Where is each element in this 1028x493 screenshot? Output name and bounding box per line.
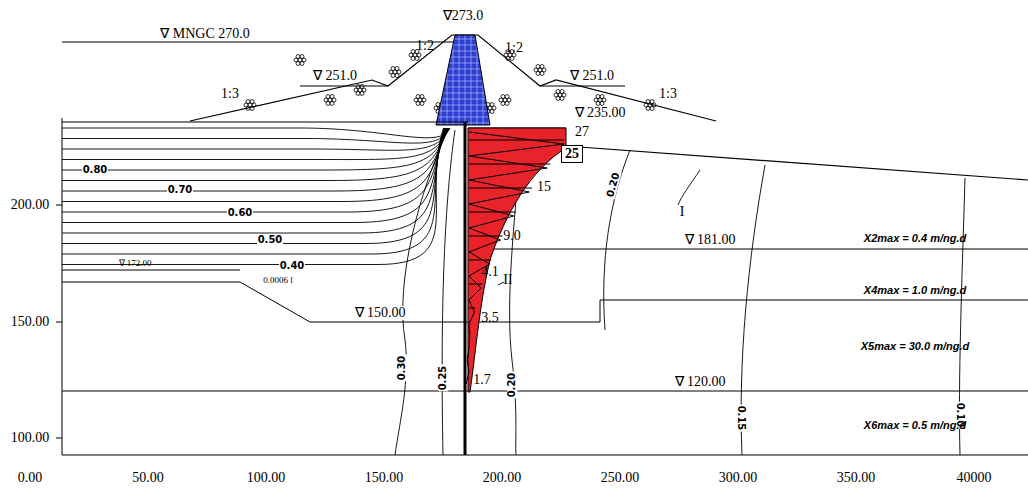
contour-label: 0.25	[438, 365, 448, 392]
axis-tick: 50.00	[132, 471, 164, 485]
contour-label: 0.30	[397, 355, 407, 382]
axis-tick: 100.00	[11, 431, 50, 445]
level-mark: ∇ 251.0	[313, 69, 357, 83]
stress-value: 1.7	[473, 373, 491, 387]
axis-tick: 150.00	[365, 471, 404, 485]
zone-mark: I	[679, 205, 686, 219]
axis-tick: 350.00	[837, 471, 876, 485]
level-mark: ∇ 120.00	[675, 375, 726, 389]
axis-tick: 200.00	[483, 471, 522, 485]
slope: 1:2	[505, 41, 523, 55]
stress-value: 27	[575, 125, 589, 139]
permeability: X5max = 30.0 m/ng.d	[861, 341, 970, 352]
gradient-note: 0.0006 l	[262, 276, 294, 285]
contour-label: 0.15	[736, 405, 746, 432]
water-level	[62, 42, 456, 43]
level-mark: ∇ 251.0	[570, 69, 614, 83]
axis-tick: 0.00	[18, 471, 43, 485]
zone-mark: II	[503, 273, 512, 287]
level-mark: ∇ 181.00	[685, 233, 736, 247]
level-mark: ∇273.0	[443, 9, 484, 23]
axis-tick: 40000	[957, 471, 992, 485]
value-box: 25	[561, 145, 583, 162]
stress-hatch	[466, 132, 564, 384]
stress-value: 3.5	[481, 311, 499, 325]
slope: 1:3	[659, 87, 677, 101]
level-mark: ∇ 235.00	[575, 106, 626, 120]
level-mark: ∇ 150.00	[354, 306, 407, 320]
berm-level	[540, 86, 625, 87]
stress-diagram	[468, 128, 566, 392]
contour-label: 0.20	[605, 171, 622, 199]
axis-tick: 150.00	[11, 315, 50, 329]
value-text: 25	[565, 146, 579, 161]
contour-label: 0.20	[507, 372, 517, 399]
cutoff-wall	[464, 122, 467, 455]
slope: 1:2	[416, 39, 434, 53]
axes	[56, 118, 1028, 455]
berm-level	[300, 86, 388, 87]
stress-value: 4.1	[481, 265, 499, 279]
seepage-contour	[62, 128, 450, 265]
contour-label: 0.40	[279, 261, 306, 271]
permeability: X2max = 0.4 m/ng.d	[864, 233, 966, 244]
axis-tick: 200.00	[11, 198, 50, 212]
contour-label: 0.60	[227, 208, 254, 218]
level-mark: ∇ 172.00	[119, 259, 152, 268]
strata-line	[62, 249, 1028, 391]
permeability: X4max = 1.0 m/ng.d	[864, 285, 966, 296]
axis-tick: 250.00	[601, 471, 640, 485]
contour-label: 0.80	[82, 165, 109, 175]
contour-label: 0.50	[257, 235, 284, 245]
permeability: X6max = 0.5 m/ng.d	[864, 420, 966, 431]
axis-tick: 300.00	[719, 471, 758, 485]
contour-label: 0.70	[167, 185, 194, 195]
axis-tick: 100.00	[247, 471, 286, 485]
level-mark: ∇ MNGC 270.0	[159, 27, 251, 41]
stress-value: 15	[537, 180, 551, 194]
slope: 1:3	[221, 87, 239, 101]
clay-core	[436, 35, 490, 125]
stress-value: 9.0	[503, 229, 521, 243]
